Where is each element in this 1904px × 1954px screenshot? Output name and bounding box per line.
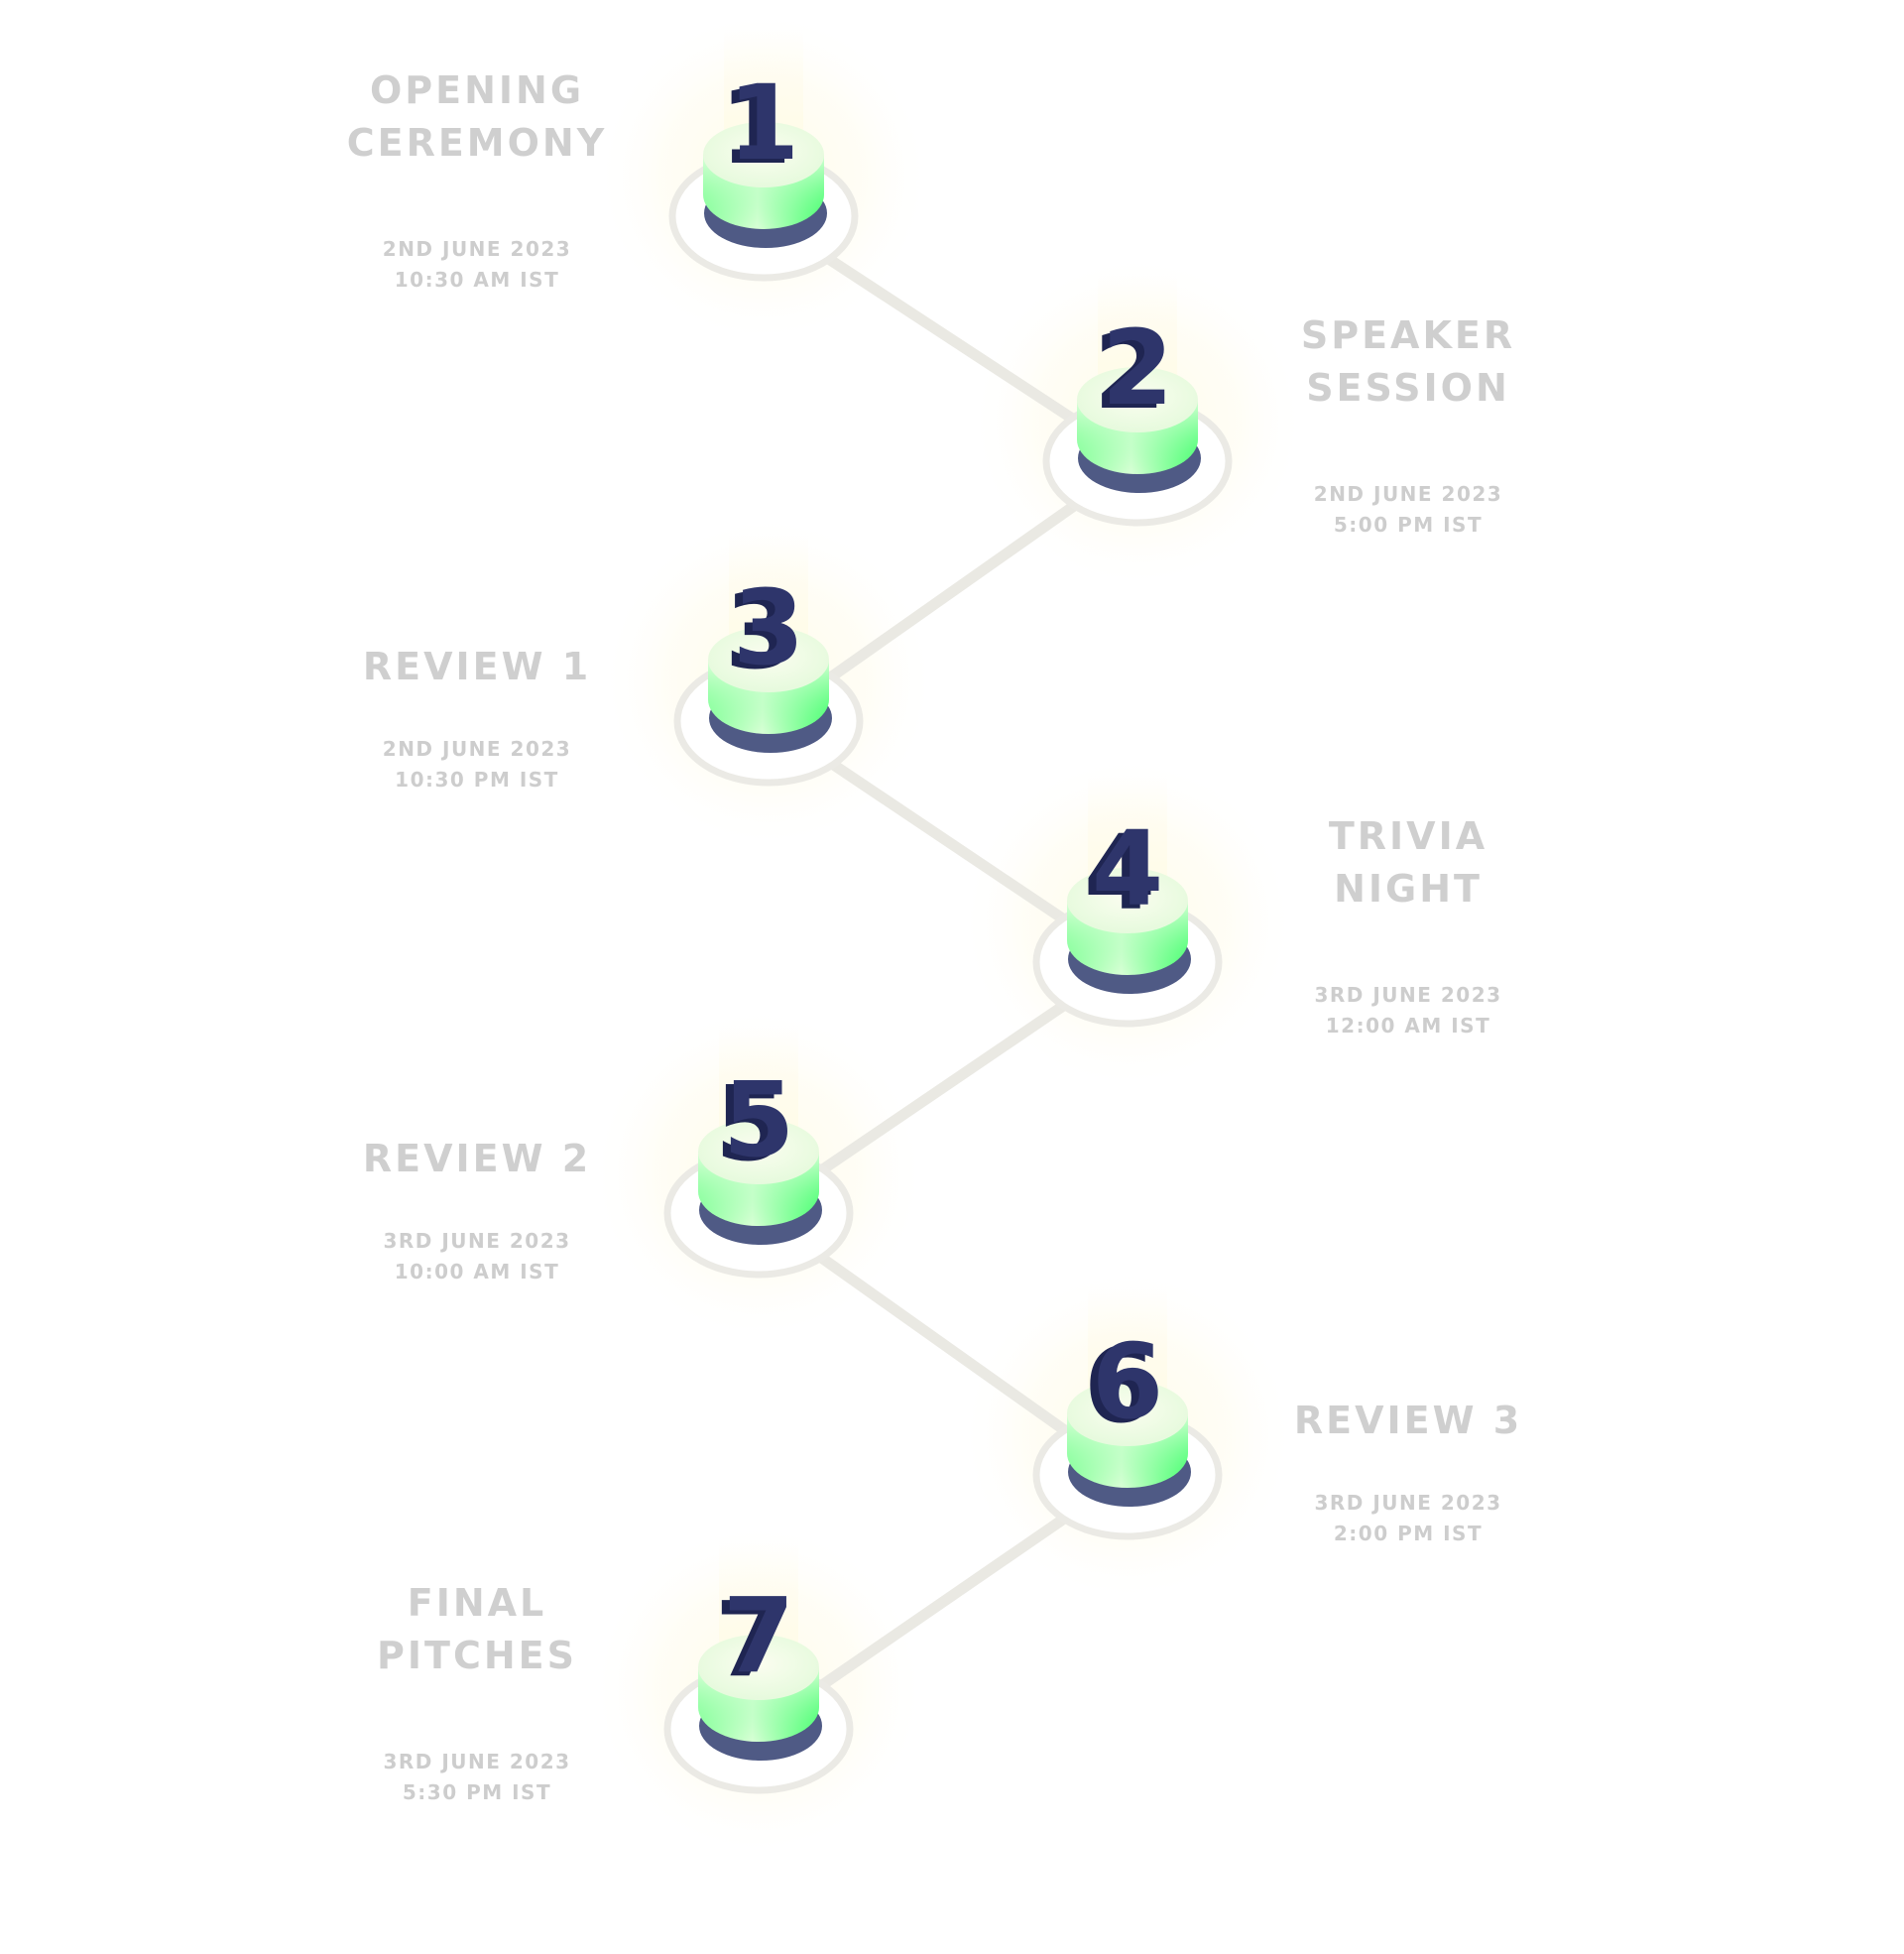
milestone-label-2: SPEAKER SESSION 2ND JUNE 2023 5:00 PM IST: [1301, 313, 1515, 537]
milestone-date: 2ND JUNE 2023: [1314, 482, 1502, 506]
nodes-layer: 11 22 33 44 55 66 77: [663, 62, 1233, 1794]
milestone-title: TRIVIA: [1329, 814, 1488, 858]
milestone-node-6: 66: [1032, 1321, 1223, 1540]
milestone-date: 2ND JUNE 2023: [383, 737, 571, 761]
glow-layer: [590, 8, 1306, 1858]
node-cylinder-top: [1067, 868, 1188, 933]
milestone-title: REVIEW 1: [363, 645, 591, 688]
milestone-number-shadow: 4: [1084, 812, 1155, 933]
milestone-label-4: TRIVIA NIGHT 3RD JUNE 2023 12:00 AM IST: [1314, 814, 1501, 1038]
milestone-time: 10:00 AM IST: [395, 1260, 559, 1283]
milestone-node-1: 11: [668, 62, 859, 282]
milestone-time: 12:00 AM IST: [1326, 1014, 1490, 1038]
labels-layer: OPENING CEREMONY 2ND JUNE 2023 10:30 AM IST…: [347, 68, 1522, 1804]
milestone-node-7: 77: [663, 1575, 854, 1794]
milestone-label-3: REVIEW 1 2ND JUNE 2023 10:30 PM IST: [363, 645, 591, 792]
milestone-number: 4: [1092, 808, 1163, 929]
milestone-title: PITCHES: [377, 1634, 577, 1677]
milestone-node-2: 22: [1042, 307, 1233, 527]
milestone-number-shadow: 5: [715, 1063, 786, 1184]
milestone-node-3: 33: [673, 567, 864, 787]
milestone-number: 5: [723, 1059, 794, 1180]
milestone-number: 6: [1092, 1321, 1163, 1442]
node-cylinder-top: [1077, 367, 1198, 432]
milestone-date: 2ND JUNE 2023: [383, 237, 571, 261]
node-cylinder-top: [698, 1119, 819, 1184]
milestone-number-shadow: 1: [720, 66, 791, 187]
milestone-label-5: REVIEW 2 3RD JUNE 2023 10:00 AM IST: [363, 1137, 591, 1283]
milestone-title: SESSION: [1306, 366, 1510, 410]
milestone-date: 3RD JUNE 2023: [1314, 1491, 1501, 1515]
node-cylinder-top: [703, 122, 824, 187]
milestone-title: SPEAKER: [1301, 313, 1515, 357]
node-cylinder-top: [1067, 1381, 1188, 1446]
milestone-date: 3RD JUNE 2023: [1314, 983, 1501, 1007]
milestone-title: REVIEW 3: [1294, 1399, 1522, 1442]
milestone-title: OPENING: [370, 68, 584, 112]
milestone-time: 5:30 PM IST: [403, 1780, 551, 1804]
node-cylinder-top: [698, 1635, 819, 1700]
milestone-node-4: 44: [1032, 808, 1223, 1028]
milestone-title: REVIEW 2: [363, 1137, 591, 1180]
node-cylinder-top: [708, 627, 829, 692]
milestone-number-shadow: 6: [1084, 1325, 1155, 1446]
milestone-label-6: REVIEW 3 3RD JUNE 2023 2:00 PM IST: [1294, 1399, 1522, 1545]
milestone-date: 3RD JUNE 2023: [383, 1229, 570, 1253]
milestone-time: 10:30 AM IST: [395, 268, 559, 292]
milestone-time: 5:00 PM IST: [1334, 513, 1483, 537]
milestone-label-1: OPENING CEREMONY 2ND JUNE 2023 10:30 AM IST: [347, 68, 608, 292]
milestone-title: NIGHT: [1334, 867, 1483, 911]
milestone-number-shadow: 3: [725, 571, 796, 692]
milestone-number-shadow: 2: [1094, 311, 1165, 432]
milestone-time: 10:30 PM IST: [395, 768, 559, 792]
milestone-number: 2: [1102, 307, 1173, 428]
milestone-title: FINAL: [408, 1581, 547, 1625]
milestone-number-shadow: 7: [715, 1579, 786, 1700]
milestone-number: 1: [728, 62, 799, 183]
milestone-node-5: 55: [663, 1059, 854, 1279]
milestone-time: 2:00 PM IST: [1334, 1522, 1483, 1545]
milestone-number: 7: [723, 1575, 794, 1696]
milestone-date: 3RD JUNE 2023: [383, 1750, 570, 1773]
milestone-label-7: FINAL PITCHES 3RD JUNE 2023 5:30 PM IST: [377, 1581, 577, 1804]
milestone-title: CEREMONY: [347, 121, 608, 165]
milestone-number: 3: [733, 567, 804, 688]
